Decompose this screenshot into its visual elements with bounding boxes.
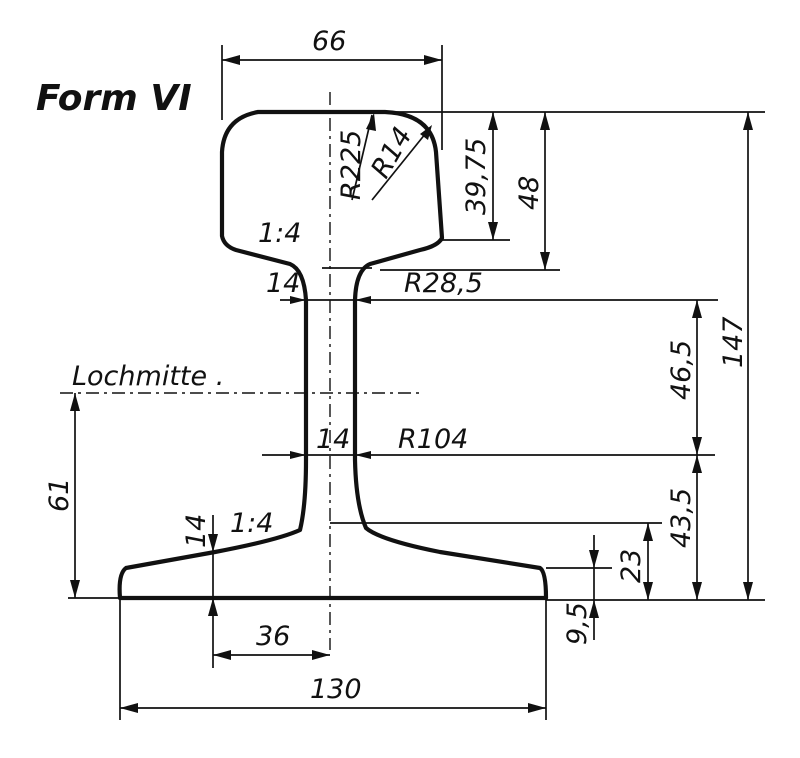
label-head-top-radius: R225 xyxy=(336,130,367,200)
label-foot-height: 23 xyxy=(616,549,647,583)
arrowhead xyxy=(589,600,599,618)
arrowhead xyxy=(355,451,371,459)
arrowhead xyxy=(692,437,702,455)
label-head-width: 66 xyxy=(312,26,346,57)
label-web-thickness-upper: 14 xyxy=(266,268,300,299)
arrowhead xyxy=(692,582,702,600)
arrowhead xyxy=(70,393,80,411)
arrowhead xyxy=(222,55,240,65)
arrowhead xyxy=(208,534,218,552)
label-hole-height: 61 xyxy=(44,478,75,512)
arrowhead xyxy=(528,703,546,713)
label-web-thickness-mid: 14 xyxy=(316,424,350,455)
drawing-title: Form VI xyxy=(36,78,192,119)
arrowhead xyxy=(589,550,599,568)
arrowhead xyxy=(643,582,653,600)
arrowhead xyxy=(488,222,498,240)
arrowhead xyxy=(290,296,306,304)
arrowhead xyxy=(208,598,218,616)
arrowhead xyxy=(70,580,80,598)
arrowhead xyxy=(488,112,498,130)
arrowhead xyxy=(540,112,550,130)
arrowhead xyxy=(355,296,371,304)
arrowhead xyxy=(420,125,432,140)
arrowhead xyxy=(692,455,702,473)
arrowhead xyxy=(312,650,330,660)
arrowhead xyxy=(424,55,442,65)
label-head-height: 48 xyxy=(514,176,545,210)
label-foot-slope: 1:4 xyxy=(230,508,273,539)
arrowhead xyxy=(540,252,550,270)
label-head-slope: 1:4 xyxy=(258,218,301,249)
label-foot-edge: 9,5 xyxy=(562,602,593,645)
label-foot-width: 130 xyxy=(310,674,362,705)
label-fillet-radius-head: R28,5 xyxy=(404,268,483,299)
leader-corner-radius xyxy=(371,127,431,201)
arrowhead xyxy=(213,650,231,660)
arrowhead xyxy=(743,112,753,130)
arrowhead xyxy=(692,300,702,318)
label-web-radius: R104 xyxy=(398,424,468,455)
label-web-lower-height: 43,5 xyxy=(666,488,697,548)
rail-profile-outline xyxy=(117,109,549,601)
arrowhead xyxy=(120,703,138,713)
label-foot-thickness: 14 xyxy=(181,514,212,548)
label-hole-center: Lochmitte . xyxy=(72,361,224,392)
arrowhead xyxy=(366,113,376,131)
label-web-upper-height: 46,5 xyxy=(666,340,697,400)
arrowhead xyxy=(643,523,653,541)
arrowhead xyxy=(290,451,306,459)
label-half-foot-offset: 36 xyxy=(256,621,290,652)
label-head-side-height: 39,75 xyxy=(461,138,492,215)
label-total-height: 147 xyxy=(718,316,749,368)
arrowhead xyxy=(743,582,753,600)
